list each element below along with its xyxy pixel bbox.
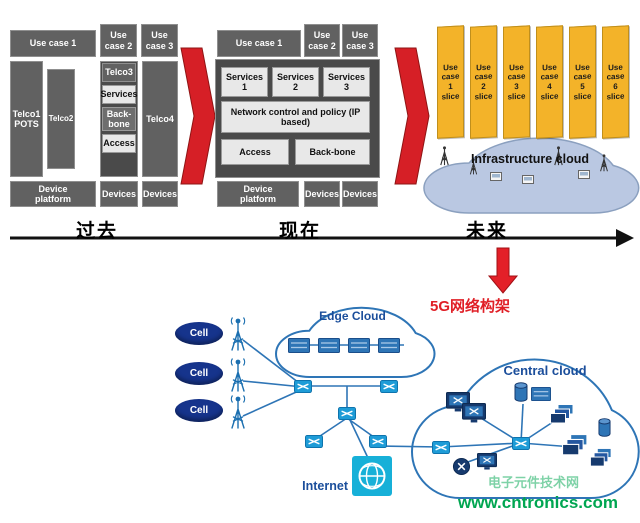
slice-use-case-3: Use case 3 slice xyxy=(503,25,530,139)
circle-x-icon xyxy=(452,457,471,476)
timeline-arrowhead xyxy=(616,229,634,247)
past-telco2: Telco2 xyxy=(47,69,75,169)
switch-icon xyxy=(432,441,450,454)
server-icon xyxy=(378,338,400,353)
device-platform-label: Device platform xyxy=(35,183,71,204)
antenna-icon xyxy=(230,357,246,392)
cell-node-2: Cell xyxy=(175,362,223,385)
past-telco3: Telco3 xyxy=(102,63,136,82)
red-down-arrow xyxy=(487,247,519,294)
slice-use-case-6: Use case 6 slice xyxy=(602,25,629,139)
red-arrow-present-to-future xyxy=(394,47,430,185)
server-icon xyxy=(531,387,551,401)
present-network-control: Network control and policy (IP based) xyxy=(221,101,370,133)
monitor-icon xyxy=(462,403,486,423)
infrastructure-cloud-label: Infrastructure cloud xyxy=(470,152,590,166)
internet-label: Internet xyxy=(302,479,348,493)
past-use-case-2: Use case 2 xyxy=(100,24,137,57)
past-devices-2: Devices xyxy=(142,181,178,207)
past-use-case-3: Use case 3 xyxy=(141,24,178,57)
past-telco3-backbone: Back-bone xyxy=(102,107,136,131)
timeline-label-past: 过去 xyxy=(75,221,118,242)
past-telco4: Telco4 xyxy=(142,61,178,177)
device-icon xyxy=(490,172,502,181)
antenna-icon xyxy=(230,316,246,351)
edge-cloud-label: Edge Cloud xyxy=(319,309,386,323)
past-telco1: Telco1 POTS xyxy=(10,61,43,177)
central-cloud-label: Central cloud xyxy=(503,363,587,378)
cell-node-1: Cell xyxy=(175,322,223,345)
present-access: Access xyxy=(221,139,289,165)
device-icon xyxy=(522,175,534,184)
present-devices-1: Devices xyxy=(304,181,340,207)
switch-icon xyxy=(380,380,398,393)
present-services-3: Services 3 xyxy=(323,67,370,97)
slice-use-case-5: Use case 5 slice xyxy=(569,25,596,139)
globe-icon xyxy=(352,456,392,496)
database-icon xyxy=(514,382,528,402)
antenna-icon xyxy=(230,394,246,429)
switch-icon xyxy=(369,435,387,448)
past-use-case-1: Use case 1 xyxy=(10,30,96,57)
device-icon xyxy=(578,170,590,179)
antenna-icon xyxy=(440,146,449,166)
present-device-platform: Device platform xyxy=(217,181,299,207)
present-devices-2: Devices xyxy=(342,181,378,207)
past-devices-1: Devices xyxy=(100,181,138,207)
present-services-2: Services 2 xyxy=(272,67,319,97)
present-services-1: Services 1 xyxy=(221,67,268,97)
cell-node-3: Cell xyxy=(175,399,223,422)
present-use-case-2: Use case 2 xyxy=(304,24,340,57)
red-arrow-past-to-present xyxy=(180,47,216,185)
device-platform-label: Device platform xyxy=(240,183,276,204)
server-icon xyxy=(348,338,370,353)
switch-icon xyxy=(305,435,323,448)
past-telco3-services: Services xyxy=(100,85,138,104)
watermark-site-name: 电子元件技术网 xyxy=(488,475,580,490)
present-use-case-1: Use case 1 xyxy=(217,30,301,57)
5g-architecture-title: 5G网络构架 xyxy=(430,298,511,315)
slice-use-case-4: Use case 4 slice xyxy=(536,25,563,139)
server-icon xyxy=(318,338,340,353)
monitor-icon xyxy=(477,453,497,470)
past-device-platform: Device platform xyxy=(10,181,96,207)
timeline-label-present: 现在 xyxy=(278,221,321,242)
past-telco3-access: Access xyxy=(102,134,136,153)
slice-use-case-1: Use case 1 slice xyxy=(437,25,464,139)
present-backbone: Back-bone xyxy=(295,139,370,165)
database-icon xyxy=(598,418,611,437)
switch-icon xyxy=(294,380,312,393)
slice-use-case-2: Use case 2 slice xyxy=(470,25,497,139)
timeline-label-future: 未来 xyxy=(465,221,508,242)
present-use-case-3: Use case 3 xyxy=(342,24,378,57)
watermark-url: www.cntronics.com xyxy=(458,493,618,512)
switch-icon xyxy=(338,407,356,420)
server-icon xyxy=(288,338,310,353)
switch-icon xyxy=(512,437,530,450)
